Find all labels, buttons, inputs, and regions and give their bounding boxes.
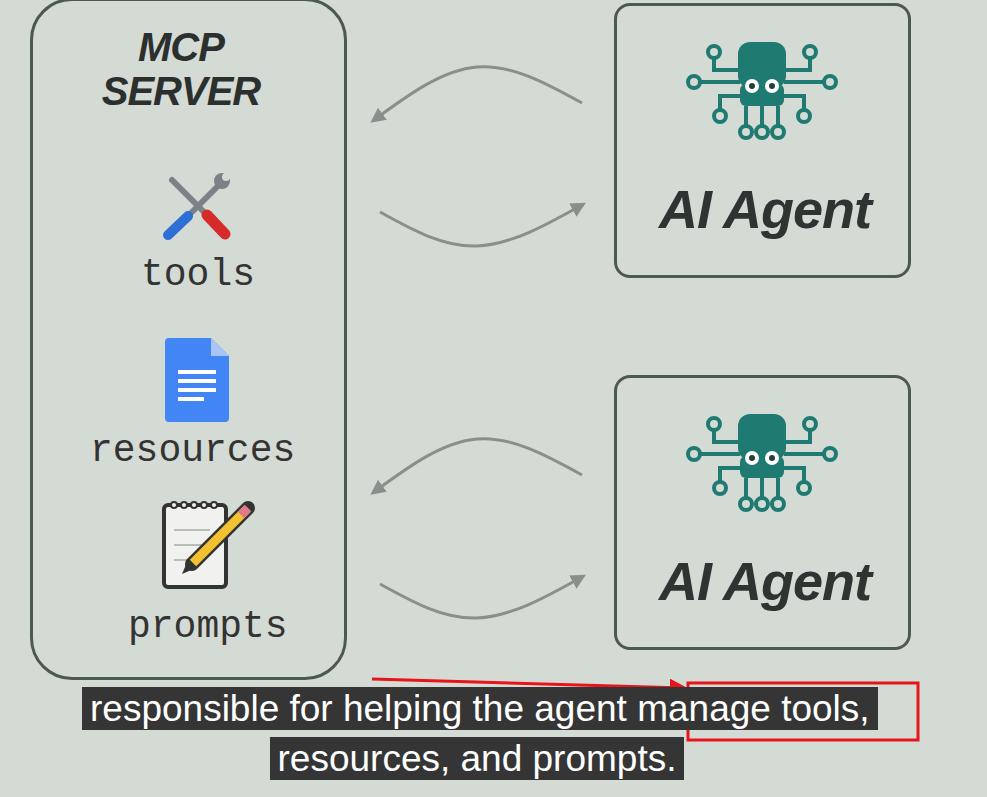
subtitle-caption: responsible for helping the agent manage… [82,687,878,780]
notepad-icon [164,502,248,587]
mcp-server-box: MCP SERVER tools resources prompts [30,0,347,680]
flow-arrow [380,577,582,618]
agent-box: AI Agent [614,375,911,650]
item-label: prompts [128,605,288,649]
tools-icon [168,173,230,235]
box-heading: AI Agent [659,178,871,240]
box-heading: MCP SERVER [91,25,271,113]
flow-arrow [380,205,582,246]
robot-icon [688,42,836,138]
item-label: resources [90,429,295,473]
flow-arrow [374,67,582,120]
item-label: tools [141,253,255,297]
box-heading: AI Agent [659,550,871,612]
robot-icon [688,414,836,510]
agent-box: AI Agent [614,3,911,278]
flow-arrow [374,439,582,492]
document-icon [165,338,229,422]
